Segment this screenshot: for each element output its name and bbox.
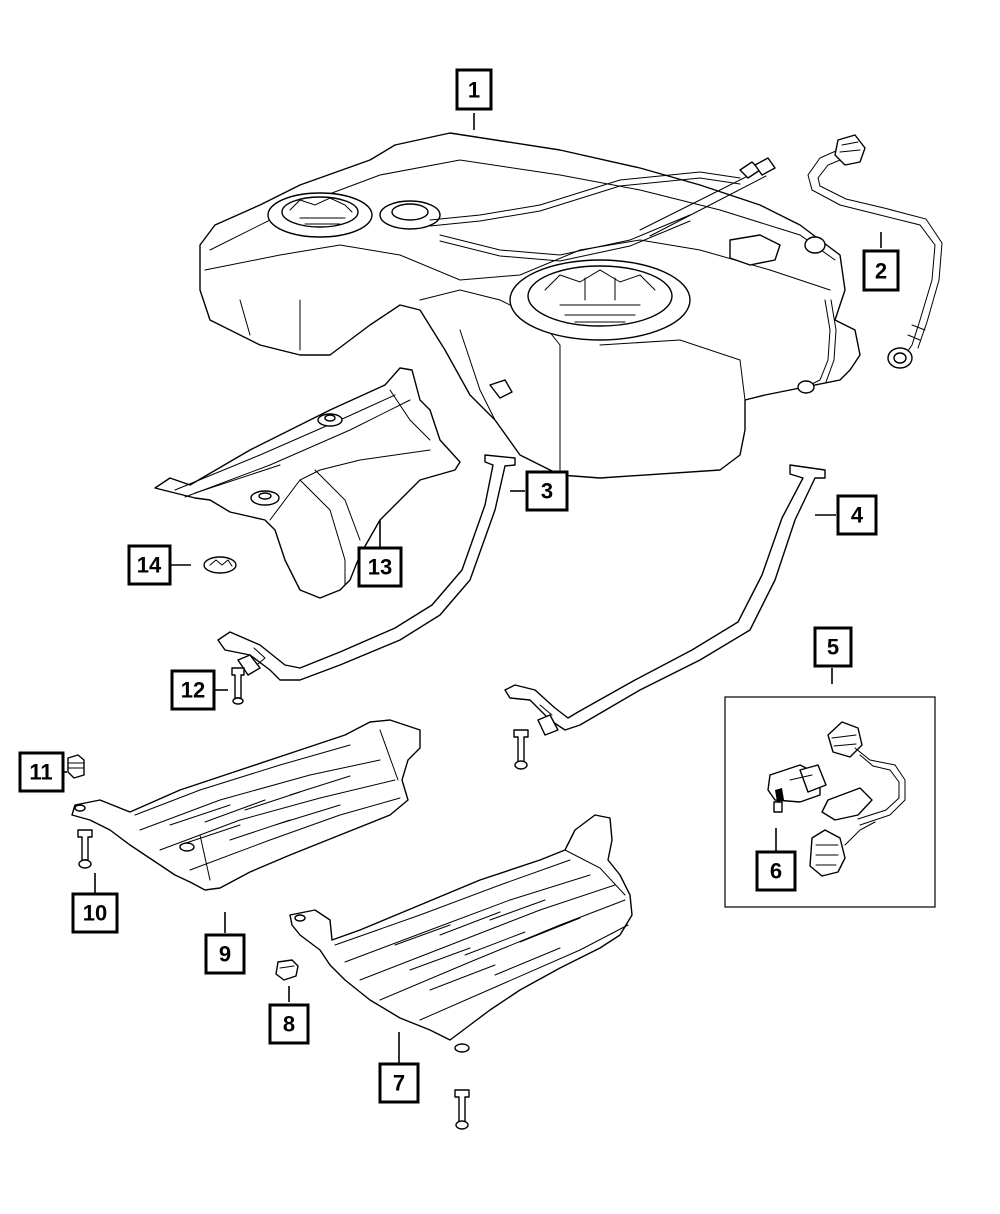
callout-label: 4 <box>851 503 864 528</box>
callout-9: 9 <box>204 933 246 975</box>
callout-label: 11 <box>29 760 52 785</box>
callout-label: 14 <box>137 553 162 578</box>
fuel-tank <box>199 132 861 479</box>
pressure-sensor <box>767 764 827 813</box>
callout-label: 6 <box>770 859 782 884</box>
callout-7: 7 <box>378 1062 420 1104</box>
callout-4: 4 <box>836 494 878 536</box>
callout-11: 11 <box>18 751 65 793</box>
nut-8 <box>275 959 299 981</box>
strap-bolt <box>513 729 529 770</box>
callout-10: 10 <box>71 892 119 934</box>
callout-13: 13 <box>357 546 403 588</box>
skid-plate-right <box>289 814 633 1053</box>
fuel-hose <box>807 134 943 369</box>
callout-label: 3 <box>541 479 553 504</box>
callout-label: 2 <box>875 259 887 284</box>
callout-3: 3 <box>525 470 569 512</box>
callout-5: 5 <box>813 626 853 668</box>
skid-plate-left <box>71 719 421 891</box>
callout-2: 2 <box>862 249 900 292</box>
callout-14: 14 <box>127 544 172 586</box>
callout-6: 6 <box>755 850 797 892</box>
bolt-12 <box>231 667 245 705</box>
vent-line-kit <box>809 721 906 877</box>
leader-lines <box>63 113 882 1064</box>
kit-frame <box>724 696 936 908</box>
push-clip <box>203 556 237 574</box>
callout-label: 9 <box>219 942 231 967</box>
callout-label: 1 <box>468 78 480 103</box>
tank-strap-right <box>504 464 826 736</box>
callout-8: 8 <box>268 1003 310 1045</box>
callout-label: 12 <box>181 678 205 703</box>
callout-1: 1 <box>455 68 493 111</box>
nut-11 <box>67 754 85 779</box>
callout-label: 7 <box>393 1071 405 1096</box>
callout-label: 10 <box>83 901 107 926</box>
heat-shield <box>154 367 461 599</box>
callout-label: 13 <box>368 555 392 580</box>
callout-label: 8 <box>283 1012 295 1037</box>
bolt-10 <box>77 829 93 869</box>
skid-plate-bolt <box>454 1089 470 1130</box>
callout-12: 12 <box>170 669 216 711</box>
callout-label: 5 <box>827 635 839 660</box>
